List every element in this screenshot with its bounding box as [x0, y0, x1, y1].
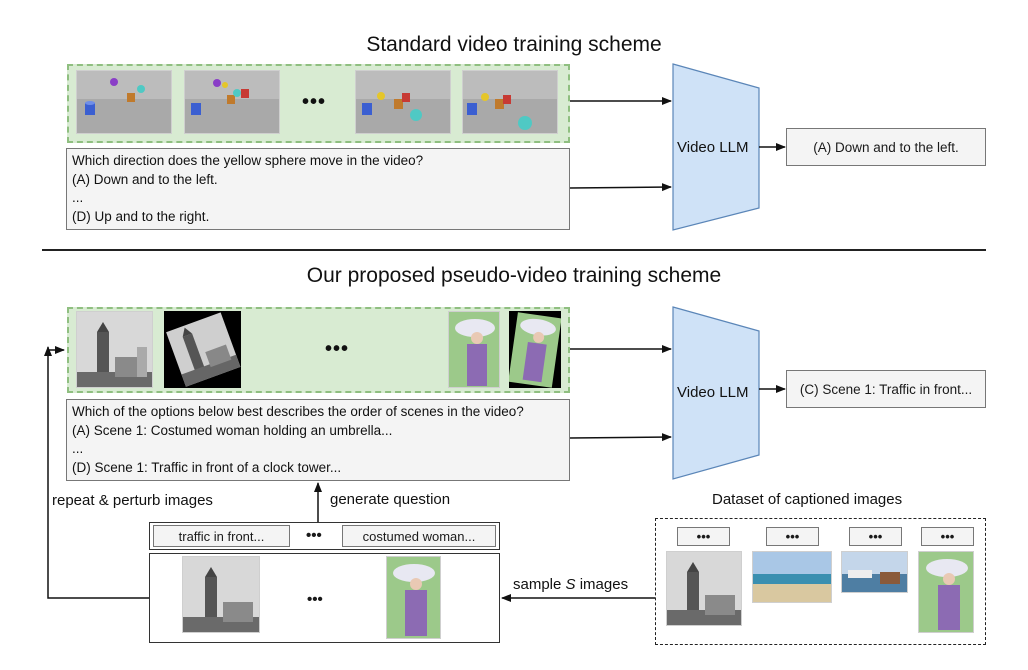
bottom-video-frame-1 — [76, 311, 153, 388]
generate-question-label: generate question — [330, 491, 451, 508]
clock-tower-image — [183, 557, 259, 632]
dataset-image-harbor — [841, 551, 908, 593]
bottom-title: Our proposed pseudo-video training schem… — [306, 264, 722, 287]
bottom-video-llm-label: Video LLM — [677, 384, 749, 401]
top-video-frame-1 — [76, 70, 172, 134]
caption-costumed-woman: costumed woman... — [342, 525, 496, 547]
sample-label-prefix: sample — [513, 576, 566, 593]
dataset-title: Dataset of captioned images — [712, 491, 903, 508]
sampled-image-costumed-woman — [386, 556, 441, 639]
bottom-video-llm-block — [672, 306, 760, 480]
bottom-video-frame-4 — [508, 311, 562, 388]
dataset-caption-2: ••• — [766, 527, 819, 546]
clevr-scene-image — [463, 71, 557, 133]
top-video-llm-block — [672, 63, 760, 231]
dataset-image-clock-tower — [666, 551, 742, 626]
clevr-scene-image — [77, 71, 171, 133]
rotated-clock-tower-image — [164, 311, 241, 388]
question-to-llm-arrow — [569, 433, 672, 442]
section-divider — [42, 249, 986, 251]
sampled-images-ellipsis: ••• — [307, 591, 323, 608]
top-video-frame-4 — [462, 70, 558, 134]
top-frames-ellipsis: ••• — [302, 91, 327, 113]
top-video-llm-label: Video LLM — [677, 139, 749, 156]
option-a-text: (A) Down and to the left. — [72, 171, 218, 187]
sample-images-label: sample S images — [513, 576, 628, 593]
repeat-perturb-arrow — [47, 349, 150, 599]
top-title: Standard video training scheme — [366, 33, 662, 56]
clevr-scene-image — [356, 71, 450, 133]
sampled-image-clock-tower — [182, 556, 260, 633]
dataset-caption-3: ••• — [849, 527, 902, 546]
top-answer-box: (A) Down and to the left. — [786, 128, 986, 166]
costumed-woman-image — [449, 312, 499, 387]
dataset-image-costumed-woman — [918, 551, 974, 633]
option-d-text: (D) Up and to the right. — [72, 208, 210, 224]
harbor-horse-image — [842, 552, 907, 592]
question-text: Which of the options below best describe… — [72, 404, 524, 419]
option-d-text: (D) Scene 1: Traffic in front of a clock… — [72, 459, 342, 475]
bottom-question-box: Which of the options below best describe… — [66, 399, 570, 481]
sample-label-suffix: images — [575, 576, 629, 593]
clevr-scene-image — [185, 71, 279, 133]
dataset-panel — [655, 518, 986, 645]
clock-tower-image — [667, 552, 741, 625]
options-ellipsis: ... — [72, 441, 84, 456]
top-question-box: Which direction does the yellow sphere m… — [66, 148, 570, 230]
beach-image — [753, 552, 831, 602]
costumed-woman-image — [919, 552, 973, 632]
bottom-frames-ellipsis: ••• — [325, 338, 350, 360]
bottom-video-frame-2 — [164, 311, 241, 388]
rotated-costumed-woman-image — [508, 311, 562, 388]
top-video-frame-3 — [355, 70, 451, 134]
caption-traffic: traffic in front... — [153, 525, 290, 547]
question-to-llm-arrow — [569, 183, 672, 192]
top-video-frame-2 — [184, 70, 280, 134]
dataset-caption-1: ••• — [677, 527, 730, 546]
sample-label-variable: S — [565, 576, 576, 593]
captions-ellipsis: ••• — [306, 527, 322, 544]
question-text: Which direction does the yellow sphere m… — [72, 153, 424, 168]
dataset-caption-4: ••• — [921, 527, 974, 546]
repeat-perturb-label: repeat & perturb images — [52, 492, 213, 509]
bottom-answer-box: (C) Scene 1: Traffic in front... — [786, 370, 986, 408]
dataset-image-beach — [752, 551, 832, 603]
costumed-woman-image — [387, 557, 440, 638]
options-ellipsis: ... — [72, 190, 84, 205]
bottom-video-frame-3 — [448, 311, 500, 388]
option-a-text: (A) Scene 1: Costumed woman holding an u… — [72, 422, 393, 438]
clock-tower-image — [77, 312, 152, 387]
